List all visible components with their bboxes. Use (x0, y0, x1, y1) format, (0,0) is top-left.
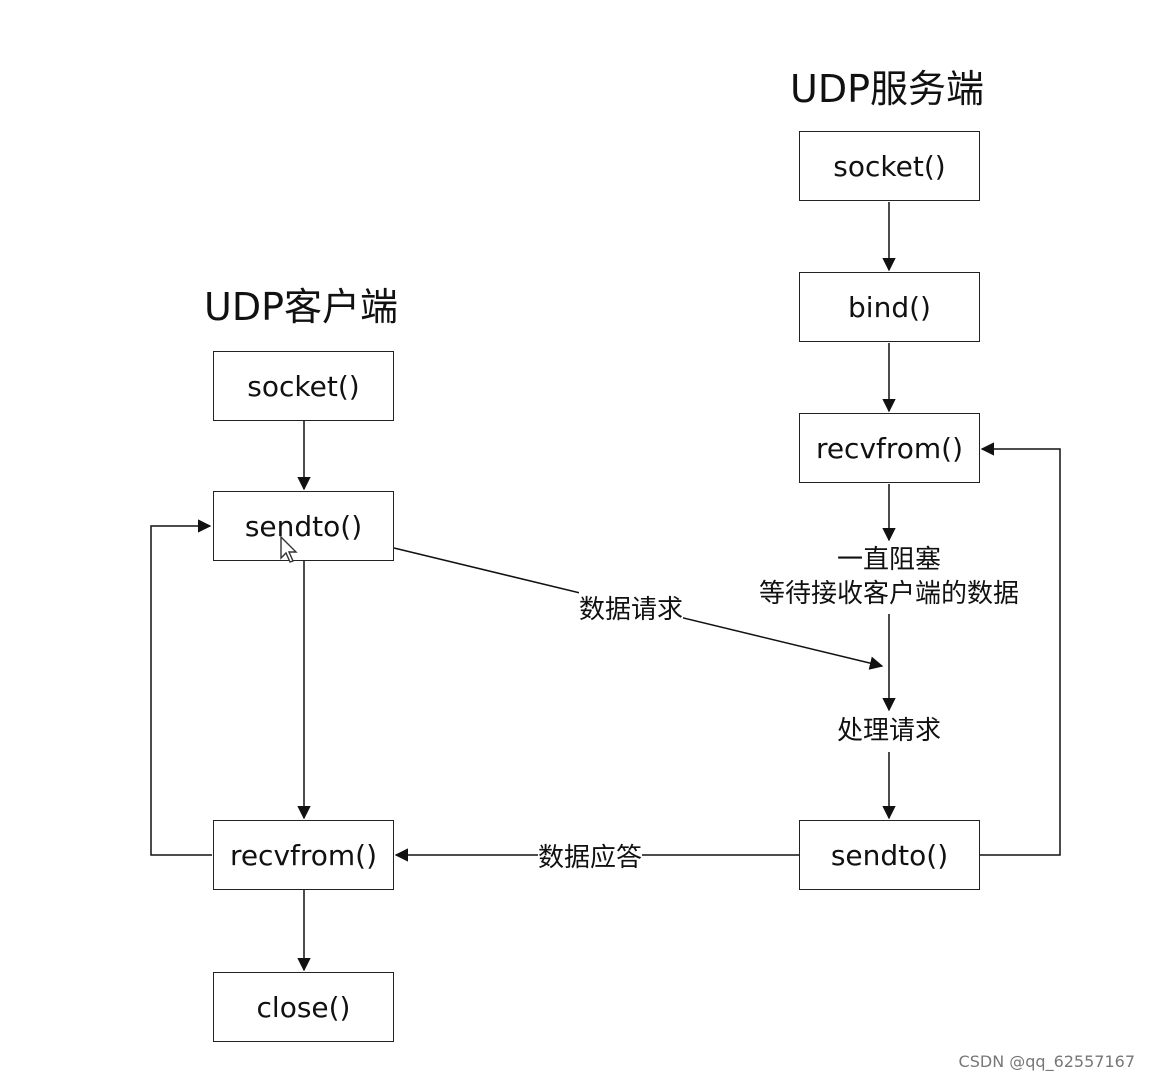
watermark: CSDN @qq_62557167 (958, 1052, 1135, 1071)
server-block-note: 一直阻塞 等待接收客户端的数据 (739, 543, 1039, 611)
edge-label-response: 数据应答 (538, 837, 643, 874)
client-recvfrom-node: recvfrom() (213, 820, 394, 890)
block-note-line2: 等待接收客户端的数据 (758, 579, 1019, 609)
server-sendto-node: sendto() (799, 820, 980, 890)
client-close-node: close() (213, 972, 394, 1042)
client-sendto-node: sendto() (213, 491, 394, 561)
edge-server-loop (980, 442, 1061, 856)
server-recvfrom-node: recvfrom() (799, 413, 980, 483)
mouse-pointer-icon (280, 536, 298, 563)
edge-client-loop (150, 519, 212, 856)
server-socket-node: socket() (799, 131, 980, 201)
server-process-label: 处理请求 (829, 714, 949, 748)
server-title: UDP服务端 (790, 67, 984, 111)
server-bind-node: bind() (799, 272, 980, 342)
edge-label-request: 数据请求 (579, 589, 684, 626)
block-note-line1: 一直阻塞 (836, 545, 941, 575)
client-title: UDP客户端 (204, 285, 398, 329)
client-socket-node: socket() (213, 351, 394, 421)
